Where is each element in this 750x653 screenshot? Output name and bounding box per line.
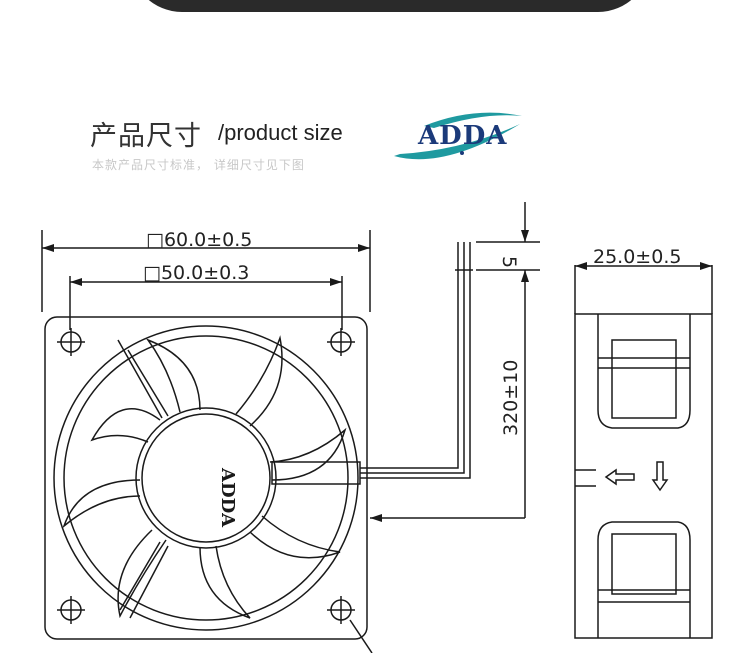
fan-strut-top-2 [127,349,169,417]
rotation-arrow-down [651,461,669,492]
fan-hub-inner [141,413,271,543]
logo-dot [460,151,464,155]
fan-hub [135,407,277,549]
fan-strut-bottom [119,541,161,611]
arrowheads [42,230,712,522]
dim-depth-label: 25.0±0.5 [593,246,681,268]
side-view-blade-bottom [597,521,691,638]
fan-shroud-inner [63,335,349,621]
mount-hole-top-right [327,328,355,356]
section-title-cn: 产品尺寸 [90,121,202,152]
fan-strut-bottom-2 [129,545,169,619]
leader-line [349,619,373,653]
logo-swoosh-upper [424,112,522,128]
mount-hole-bottom-right [327,596,355,624]
adda-logo: ADDA [394,112,522,160]
fan-frame-front [44,316,368,640]
logo-text: ADDA [417,121,507,151]
hub-logo-label: ADDA [217,467,238,528]
dim-cable-label: 320±10 [500,360,522,436]
fan-shroud-outer [53,325,359,631]
mount-hole-top-left [57,328,85,356]
product-photo-bottom-edge [130,0,650,12]
fan-blades [62,335,347,619]
airflow-arrow-left [604,468,635,486]
dim-outer-label: □60.0±0.5 [146,229,252,251]
fan-side-view [574,313,713,639]
section-title-en: /product size [218,120,343,145]
fan-dimension-drawing: □60.0±0.5 □50.0±0.3 25.0±0.5 5 320±10 AD… [41,202,713,653]
mount-hole-bottom-left [57,596,85,624]
side-view-blade-top [597,314,691,429]
dim-lead-label: 5 [498,256,520,268]
section-subtitle: 本款产品尺寸标准， 详细尺寸见下图 [92,158,305,172]
logo-swoosh-lower [394,124,520,160]
wire-leads [360,242,473,479]
fan-strut-top [117,339,163,419]
dim-inner-label: □50.0±0.3 [143,262,249,284]
